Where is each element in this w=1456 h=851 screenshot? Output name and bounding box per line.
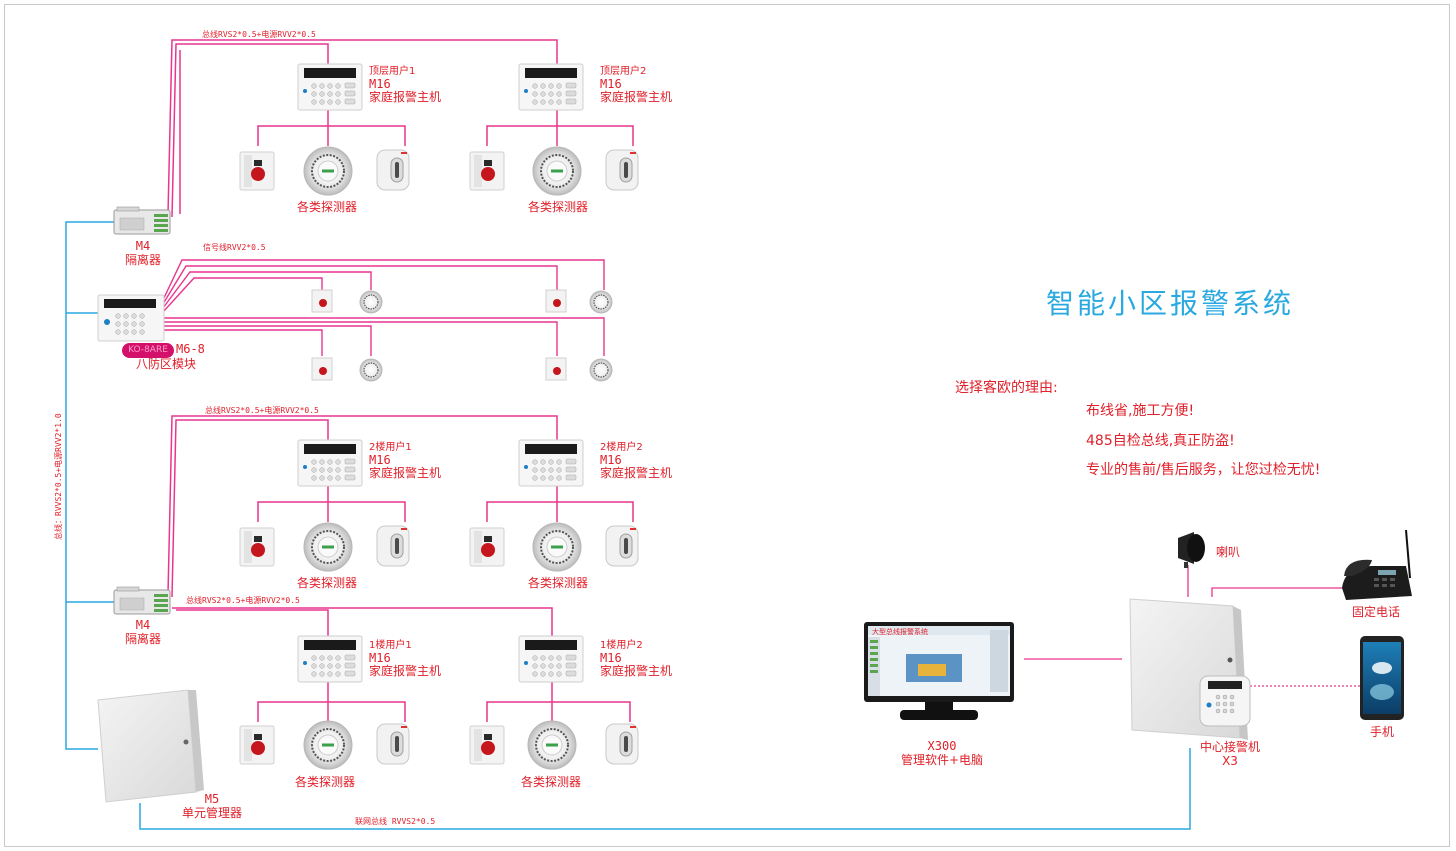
diagram-title: 智能小区报警系统: [1046, 287, 1295, 320]
mobile-phone-icon: [1360, 636, 1404, 720]
detectors-2f-1: [239, 522, 410, 572]
detectors-1f-1: [239, 720, 410, 770]
unit-manager-label: M5 单元管理器: [181, 792, 242, 820]
detectors-top-1: [239, 146, 410, 196]
bus-top: [167, 39, 634, 218]
host-label-top-2: 顶层用户2 M16 家庭报警主机: [600, 66, 673, 105]
host-2f-2: [518, 439, 584, 487]
wire-label-vertical: 总线：RVVS2*0.5+电源RVV2*1.0: [54, 413, 63, 540]
host-1f-1: [297, 635, 363, 683]
wire-label-signal: 信号线RVV2*0.5: [203, 243, 266, 252]
mobile-label: 手机: [1370, 725, 1395, 739]
center-cabinet: [1129, 598, 1251, 740]
computer-monitor: [864, 622, 1014, 720]
zone-wires: [162, 259, 605, 356]
isolator-low-label: M4 隔离器: [124, 618, 161, 646]
host-label-1f-1: 1楼用户1 M16 家庭报警主机: [369, 640, 442, 679]
diagram-frame: [4, 4, 1450, 847]
detectors-label-1f-1: 各类探测器: [295, 775, 356, 789]
detectors-1f-2: [469, 720, 639, 770]
screen-title: 大型总线报警系统: [872, 628, 928, 636]
network-bus: [65, 221, 1191, 830]
host-top-1: [297, 63, 363, 111]
wire-label-network: 联网总线 RVVS2*0.5: [355, 817, 436, 826]
host-label-top-1: 顶层用户1 M16 家庭报警主机: [369, 66, 442, 105]
zone-module-name: 八防区模块: [136, 357, 197, 371]
unit-manager-cabinet: [97, 689, 204, 803]
isolator-top-label: M4 隔离器: [124, 239, 161, 267]
center-label: 中心接警机 X3: [1199, 740, 1260, 768]
zone-detectors-upper: [311, 289, 613, 314]
zone-module-model: M6-8: [176, 342, 205, 356]
host-2f-1: [297, 439, 363, 487]
horn-icon: [1178, 532, 1205, 568]
detectors-label-top-1: 各类探测器: [297, 200, 358, 214]
reason-3: 专业的售前/售后服务，让您过检无忧!: [1086, 462, 1321, 478]
host-label-1f-2: 1楼用户2 M16 家庭报警主机: [600, 640, 673, 679]
detectors-2f-2: [469, 522, 639, 572]
host-label-2f-2: 2楼用户2 M16 家庭报警主机: [600, 442, 673, 481]
detectors-label-1f-2: 各类探测器: [521, 775, 582, 789]
phone-label: 固定电话: [1352, 605, 1401, 619]
reasons-heading: 选择客欧的理由:: [955, 380, 1058, 396]
wire-label-top: 总线RVS2*0.5+电源RVV2*0.5: [202, 30, 316, 39]
detectors-label-top-2: 各类探测器: [528, 200, 589, 214]
reason-2: 485自检总线,真正防盗!: [1086, 433, 1235, 449]
host-top-2: [518, 63, 584, 111]
zone-detectors-lower: [311, 357, 613, 382]
horn-label: 喇叭: [1216, 545, 1241, 559]
computer-label: X300 管理软件+电脑: [900, 739, 984, 767]
center-links: [1024, 565, 1362, 687]
isolator-low-device: [113, 586, 171, 615]
telephone-icon: [1342, 529, 1412, 600]
host-label-2f-1: 2楼用户1 M16 家庭报警主机: [369, 442, 442, 481]
detectors-label-2f-2: 各类探测器: [528, 576, 589, 590]
isolator-top-device: [113, 206, 171, 235]
bus-lower: [167, 415, 634, 722]
wire-label-mid: 总线RVS2*0.5+电源RVV2*0.5: [205, 406, 319, 415]
zone-module-device: [97, 294, 165, 342]
zone-module-badge: KO-8ARE: [122, 343, 174, 358]
detectors-top-2: [469, 146, 639, 196]
reason-1: 布线省,施工方便!: [1086, 403, 1195, 419]
host-1f-2: [518, 635, 584, 683]
detectors-label-2f-1: 各类探测器: [297, 576, 358, 590]
wire-label-low: 总线RVS2*0.5+电源RVV2*0.5: [186, 596, 300, 605]
